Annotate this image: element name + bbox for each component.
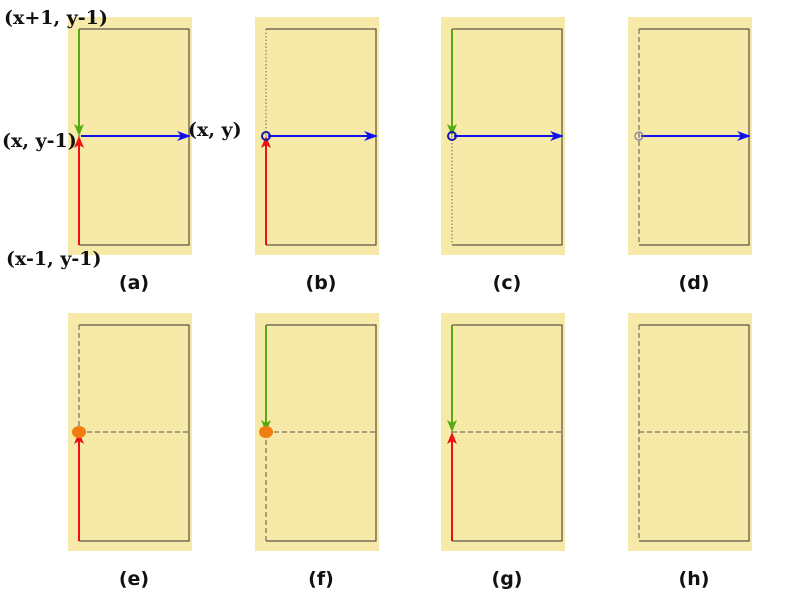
panel-c xyxy=(441,17,565,255)
panel-f xyxy=(255,313,379,551)
inner-box-edges xyxy=(266,324,377,542)
panel-caption: (c) xyxy=(493,272,522,294)
panel-caption: (h) xyxy=(679,568,710,590)
panel-caption: (d) xyxy=(679,272,710,294)
inner-box-edges xyxy=(639,324,750,542)
panel-caption: (f) xyxy=(308,568,334,590)
junction-ring xyxy=(261,131,271,141)
inner-box-edges xyxy=(79,324,190,542)
panel-h xyxy=(628,313,752,551)
inner-box-edges xyxy=(452,324,563,542)
panel-e xyxy=(68,313,192,551)
label-top-coord: (x+1, y-1) xyxy=(4,7,108,29)
label-right-coord: (x, y) xyxy=(188,119,242,141)
panel-caption: (g) xyxy=(492,568,523,590)
junction-dot xyxy=(72,426,86,438)
panel-b xyxy=(255,17,379,255)
panel-a xyxy=(68,17,192,255)
panel-d xyxy=(628,17,752,255)
panel-caption: (e) xyxy=(119,568,149,590)
panels-layer: (a) (b) (c) (d) (e) (f) (g) (h) xyxy=(68,17,752,590)
panel-caption: (a) xyxy=(119,272,149,294)
panel-g xyxy=(441,313,565,551)
junction-ring xyxy=(447,131,457,141)
label-bottom-coord: (x-1, y-1) xyxy=(6,248,101,270)
panel-caption: (b) xyxy=(306,272,337,294)
label-mid-coord: (x, y-1) xyxy=(2,130,77,152)
junction-ring-faint xyxy=(634,131,644,141)
junction-dot xyxy=(259,426,273,438)
